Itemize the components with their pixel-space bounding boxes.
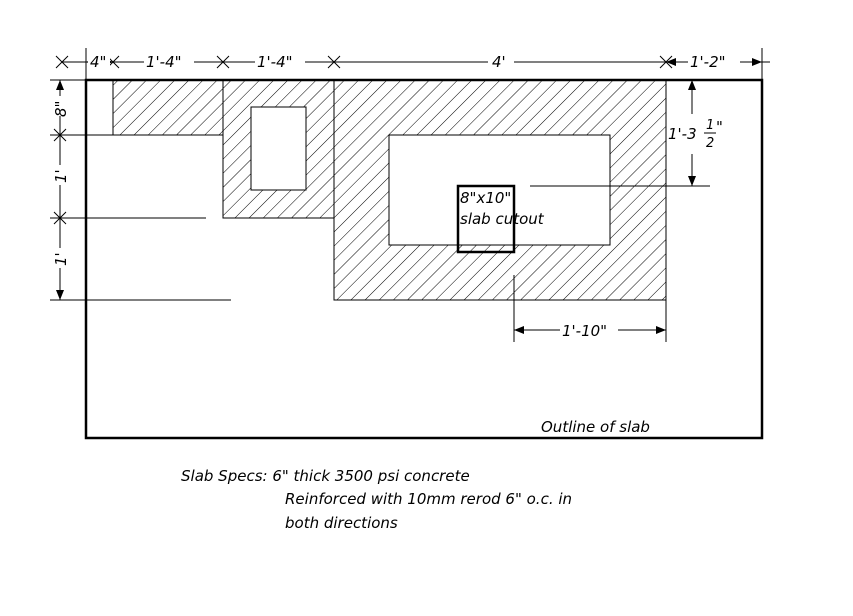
hatched-footings [112, 79, 667, 301]
dim-top-5: 1'-2" [690, 53, 726, 71]
dim-top-2: 1'-4" [146, 53, 182, 71]
arrow-top-4 [752, 58, 762, 66]
arrow-left-2 [56, 290, 64, 300]
dim-right-frac-num: 1 [706, 118, 714, 133]
dim-left-1: 8" [52, 101, 70, 117]
arrow-right-2 [688, 176, 696, 186]
cutout-label-line1: 8"x10" [460, 189, 511, 207]
arrow-right-1 [688, 80, 696, 90]
dim-left-2: 1' [52, 169, 70, 183]
dim-left-3: 1' [52, 252, 70, 266]
dim-top-4: 4' [492, 53, 506, 71]
arrow-bottom-1 [514, 326, 524, 334]
dim-bottom: 1'-10" [562, 322, 607, 340]
dim-right: 1'-3 [668, 125, 697, 143]
arrow-top-3 [666, 58, 676, 66]
slab-outline [84, 78, 764, 440]
specs-line2: Reinforced with 10mm rerod 6" o.c. in [285, 490, 572, 508]
dim-top-3: 1'-4" [257, 53, 293, 71]
footing-middle [222, 79, 335, 219]
arrow-left-1 [56, 80, 64, 90]
outline-label: Outline of slab [541, 418, 650, 436]
dim-top-1: 4" [90, 53, 106, 71]
specs-line3: both directions [285, 514, 398, 532]
footing-left [112, 79, 224, 136]
dim-right-frac-den: 2 [706, 136, 714, 151]
specs-line1: Slab Specs: 6" thick 3500 psi concrete [181, 467, 470, 485]
arrow-bottom-2 [656, 326, 666, 334]
cutout-label-line2: slab cutout [460, 210, 545, 228]
dim-right-suffix: " [716, 118, 723, 136]
slab-cutout [456, 184, 516, 254]
